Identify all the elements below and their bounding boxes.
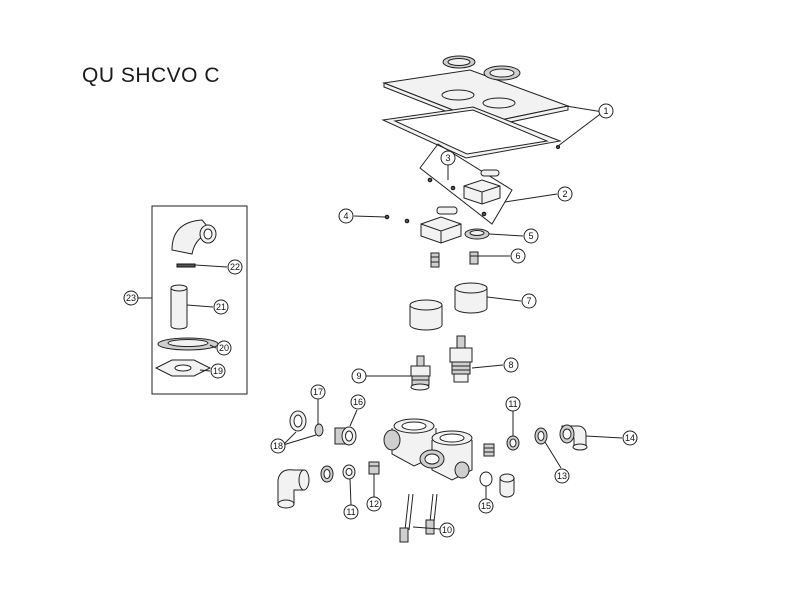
kit-part-19-base [154,359,212,377]
svg-text:9: 9 [356,371,361,381]
svg-text:4: 4 [343,211,348,221]
svg-text:18: 18 [273,441,283,451]
lower-nut [320,465,334,483]
svg-text:11: 11 [346,507,355,517]
knob-cap-group [427,169,501,217]
callout-9: 9 [351,368,367,384]
svg-text:21: 21 [216,302,226,312]
svg-text:16: 16 [353,397,363,407]
part-17-nut [289,410,307,432]
kit-part-20-flange [157,337,219,351]
kit-elbow [171,219,217,255]
callout-8: 8 [503,357,519,373]
part-9-cartridge [410,355,431,391]
leader-lines [138,105,623,530]
svg-text:8: 8 [508,360,513,370]
svg-text:23: 23 [126,293,136,303]
callout-17: 17 [310,384,326,400]
part-16-coupling [334,426,357,446]
callout-20: 20 [216,340,232,356]
svg-text:13: 13 [557,471,567,481]
svg-text:20: 20 [219,343,229,353]
part-12-fitting [368,461,380,475]
part-15-ring [479,471,493,487]
callout-13: 13 [554,468,570,484]
part-18-ring [314,423,324,437]
callout-21: 21 [213,299,229,315]
svg-text:1: 1 [603,106,608,116]
callout-16: 16 [350,394,366,410]
callout-3: 3 [440,150,456,166]
part-13-ring [534,427,548,445]
kit-box [151,205,248,395]
part-10-hoses [399,493,438,543]
svg-text:22: 22 [230,262,240,272]
callout-23: 23 [123,290,139,306]
callout-12: 12 [366,496,382,512]
screw-parts [384,214,410,224]
callout-7: 7 [521,293,537,309]
svg-text:19: 19 [213,366,223,376]
valve-body [383,418,473,481]
part-8-cartridge [449,335,473,383]
kit-part-22 [176,263,196,268]
cover-seal-rings [442,55,521,81]
svg-text:6: 6 [515,251,520,261]
callout-1: 1 [598,103,614,119]
nipple-part [483,443,495,457]
svg-text:11: 11 [508,399,517,409]
svg-text:10: 10 [442,525,452,535]
svg-text:2: 2 [562,189,567,199]
gasket-frame [381,106,562,159]
callout-19: 19 [210,363,226,379]
callout-15: 15 [478,498,494,514]
svg-text:14: 14 [625,433,635,443]
part-5-ring [464,228,490,240]
callout-2: 2 [557,186,573,202]
callout-22: 22 [227,259,243,275]
svg-text:17: 17 [313,387,323,397]
callout-6: 6 [510,248,526,264]
svg-text:15: 15 [481,501,491,511]
callout-5: 5 [523,228,539,244]
part-7-sleeves [409,282,488,331]
callout-14: 14 [622,430,638,446]
svg-text:12: 12 [369,499,379,509]
part-14-elbow [559,424,588,451]
lower-elbow [277,469,310,509]
svg-text:7: 7 [526,296,531,306]
end-cap [499,473,515,498]
callout-4: 4 [338,208,354,224]
kit-part-21-tube [170,284,188,330]
callout-10: 10 [439,522,455,538]
svg-text:5: 5 [528,231,533,241]
callout-11-top: 11 [505,396,521,412]
svg-text:3: 3 [445,153,450,163]
callout-11-bottom: 11 [343,504,359,520]
part-11-ring-top [506,435,520,451]
handle-left [420,216,462,244]
part-6-adapters [430,251,479,268]
part-11-ring-bottom [342,464,356,480]
diagram-title: QU SHCVO C [82,64,221,87]
callout-18: 18 [270,438,286,454]
